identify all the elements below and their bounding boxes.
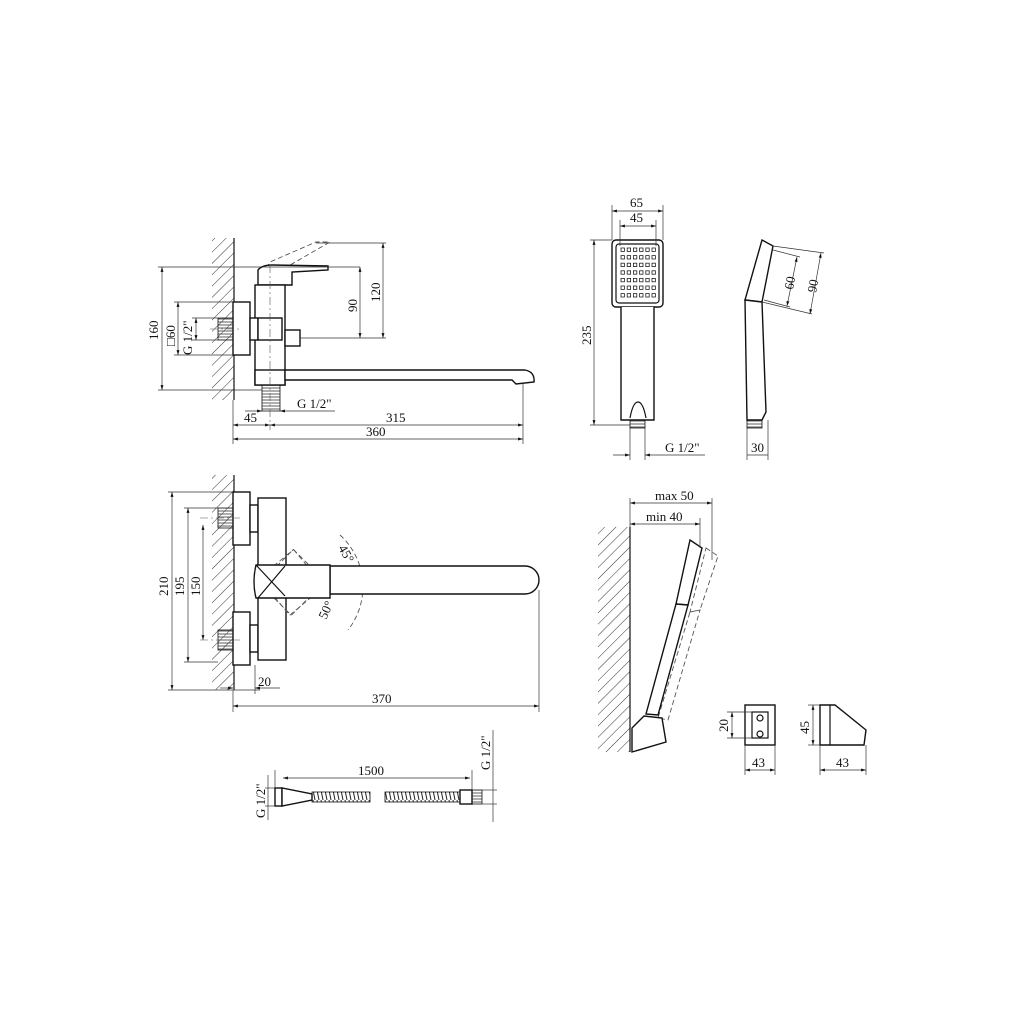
spray-nozzle bbox=[626, 262, 632, 268]
mixer-top-view: 210 195 150 20 370 45° 50° bbox=[156, 475, 540, 712]
spray-nozzle bbox=[626, 247, 632, 252]
dim-center-span: 150 bbox=[188, 577, 203, 597]
spray-nozzle bbox=[639, 247, 644, 252]
dim-wall-offset: 45 bbox=[244, 410, 257, 425]
spray-nozzle bbox=[651, 293, 656, 298]
spray-nozzle bbox=[633, 277, 638, 283]
spray-nozzle bbox=[633, 262, 638, 268]
spray-nozzle bbox=[639, 270, 644, 275]
spray-nozzle bbox=[626, 293, 632, 298]
spray-nozzle bbox=[626, 285, 632, 290]
dim-outlet-thread: G 1/2" bbox=[297, 396, 332, 411]
spray-nozzle bbox=[633, 255, 638, 260]
spray-nozzle bbox=[651, 277, 656, 283]
dim-min-offset: min 40 bbox=[646, 509, 682, 524]
mixer-side-view: 160 □60 G 1/2" 90 120 G 1/2" 45 315 360 bbox=[146, 238, 535, 444]
dim-hose-length: 1500 bbox=[358, 763, 384, 778]
dim-thread: G 1/2" bbox=[665, 440, 700, 455]
spray-nozzle bbox=[620, 270, 625, 275]
spray-nozzle bbox=[620, 293, 625, 298]
spray-nozzle bbox=[626, 270, 632, 275]
spray-nozzle bbox=[639, 285, 644, 290]
spray-nozzle bbox=[651, 247, 656, 252]
hand-shower-side: 60 90 30 bbox=[744, 238, 825, 460]
spray-nozzle bbox=[626, 277, 632, 283]
wall-holder-view: max 50 min 40 bbox=[598, 488, 719, 753]
spray-nozzle bbox=[645, 262, 650, 268]
dim-length: 235 bbox=[579, 326, 594, 346]
dim-spout-length: 315 bbox=[386, 410, 406, 425]
dim-flange: □60 bbox=[163, 325, 178, 346]
dim-hose-thread-right: G 1/2" bbox=[478, 735, 493, 770]
spray-nozzle bbox=[651, 255, 656, 260]
spray-nozzle bbox=[620, 262, 625, 268]
dim-lever-height: 120 bbox=[368, 283, 383, 303]
holder-side-view: 45 43 bbox=[797, 704, 867, 775]
dim-body-height: 90 bbox=[345, 299, 360, 312]
spray-nozzle bbox=[645, 270, 650, 275]
dim-holder-side-width: 43 bbox=[836, 755, 849, 770]
spray-nozzle bbox=[633, 285, 638, 290]
spray-nozzle bbox=[645, 285, 650, 290]
spray-nozzle bbox=[620, 285, 625, 290]
spray-nozzle bbox=[639, 255, 644, 260]
dim-angle-up: 45° bbox=[335, 542, 357, 565]
spray-nozzle bbox=[626, 255, 632, 260]
dim-flange-span: 210 bbox=[156, 577, 171, 597]
spray-nozzle bbox=[639, 293, 644, 298]
dim-outer-span: 195 bbox=[172, 577, 187, 597]
dim-spray-width: 45 bbox=[630, 210, 643, 225]
holder-front-view: 20 43 bbox=[716, 704, 776, 775]
spray-nozzle bbox=[620, 277, 625, 283]
dim-holder-side-height: 45 bbox=[797, 721, 812, 734]
dim-hose-thread-left: G 1/2" bbox=[253, 783, 268, 818]
spray-nozzle bbox=[645, 247, 650, 252]
spray-nozzle bbox=[645, 293, 650, 298]
spray-nozzle bbox=[633, 247, 638, 252]
spray-nozzle bbox=[651, 262, 656, 268]
dim-total-length: 360 bbox=[366, 424, 386, 439]
spray-nozzle bbox=[645, 277, 650, 283]
dim-spray-length: 60 bbox=[781, 275, 798, 290]
dim-inlet-thread: G 1/2" bbox=[180, 320, 195, 355]
dim-wall-gap: 20 bbox=[258, 674, 271, 689]
dim-max-offset: max 50 bbox=[655, 488, 694, 503]
spray-nozzle bbox=[633, 293, 638, 298]
dim-head-length: 90 bbox=[804, 278, 821, 293]
dim-thickness: 30 bbox=[751, 440, 764, 455]
spray-nozzle bbox=[620, 247, 625, 252]
spray-nozzle bbox=[651, 270, 656, 275]
hand-shower-front: 65 45 235 G 1/2" bbox=[579, 195, 705, 460]
dim-holder-height: 20 bbox=[716, 719, 731, 732]
dim-angle-down: 50° bbox=[315, 598, 336, 621]
spray-nozzle bbox=[651, 285, 656, 290]
spray-nozzle bbox=[633, 270, 638, 275]
dim-total-height: 160 bbox=[146, 321, 161, 341]
dim-holder-width: 43 bbox=[752, 755, 765, 770]
dim-total-length: 370 bbox=[372, 691, 392, 706]
spray-nozzle bbox=[620, 255, 625, 260]
hose-view: 1500 G 1/2" G 1/2" bbox=[253, 730, 497, 822]
spray-nozzle bbox=[639, 262, 644, 268]
spray-nozzle bbox=[645, 255, 650, 260]
spray-nozzle bbox=[639, 277, 644, 283]
dim-head-width: 65 bbox=[630, 195, 643, 210]
